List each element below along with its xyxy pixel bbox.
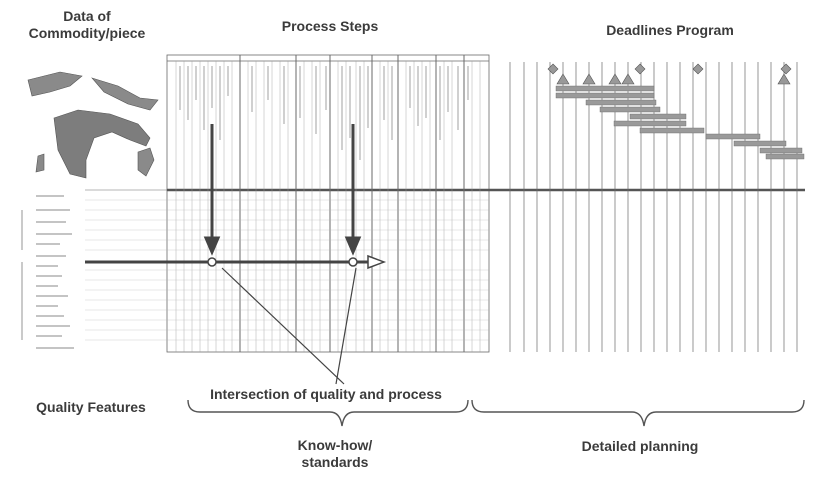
know-how-brace — [187, 399, 469, 427]
milestone-markers — [547, 63, 792, 85]
deadlines-program-label: Deadlines Program — [606, 22, 734, 38]
intersection-circle — [207, 257, 217, 267]
commodity-images — [27, 71, 159, 179]
milestone-triangle — [621, 73, 635, 85]
know-how-label: Know-how/ standards — [297, 437, 373, 470]
gantt-bar — [705, 133, 761, 140]
process-header-marks — [179, 66, 469, 160]
part-image-2 — [91, 77, 159, 111]
data-of-commodity-label: Data of Commodity/piece — [28, 8, 146, 41]
arrow-head-right — [367, 254, 387, 270]
vertical-arrows — [203, 124, 362, 256]
gantt-bar — [759, 147, 803, 154]
fender-image — [53, 109, 151, 179]
detailed-planning-brace — [471, 399, 805, 427]
detailed-planning-label: Detailed planning — [581, 438, 699, 454]
horizontal-arrow — [85, 254, 387, 270]
milestone-diamond — [547, 63, 559, 75]
process-sub-columns — [175, 61, 481, 352]
milestone-triangle — [777, 73, 791, 85]
intersection-points — [207, 257, 358, 267]
part-image-4 — [137, 147, 155, 177]
quality-rows — [85, 199, 489, 341]
intersection-label: Intersection of quality and process — [210, 386, 442, 402]
milestone-diamond — [692, 63, 704, 75]
braces — [187, 399, 805, 427]
process-steps-label: Process Steps — [281, 18, 379, 34]
milestone-triangle — [608, 73, 622, 85]
gantt-bar — [733, 140, 787, 147]
arrow-head-down — [203, 236, 221, 256]
gantt-bar — [629, 113, 687, 120]
pointer-lines — [221, 267, 357, 385]
milestone-diamond — [634, 63, 646, 75]
quality-features-label: Quality Features — [36, 399, 146, 415]
milestone-triangle — [582, 73, 596, 85]
part-image-5 — [35, 153, 45, 173]
arrow-head-down — [344, 236, 362, 256]
deadlines-grid — [509, 62, 798, 352]
quality-feature-marks — [21, 195, 74, 349]
gantt-bars — [555, 85, 805, 160]
process-table — [85, 54, 805, 353]
gantt-bar — [639, 127, 705, 134]
gantt-bar — [599, 106, 661, 113]
gantt-bar — [585, 99, 657, 106]
milestone-triangle — [556, 73, 570, 85]
gantt-bar — [555, 85, 655, 92]
gantt-bar — [765, 153, 805, 160]
milestone-diamond — [780, 63, 792, 75]
intersection-circle — [348, 257, 358, 267]
gantt-bar — [613, 120, 687, 127]
part-image-1 — [27, 71, 83, 97]
process-column-dividers — [239, 55, 465, 352]
gantt-bar — [555, 92, 655, 99]
